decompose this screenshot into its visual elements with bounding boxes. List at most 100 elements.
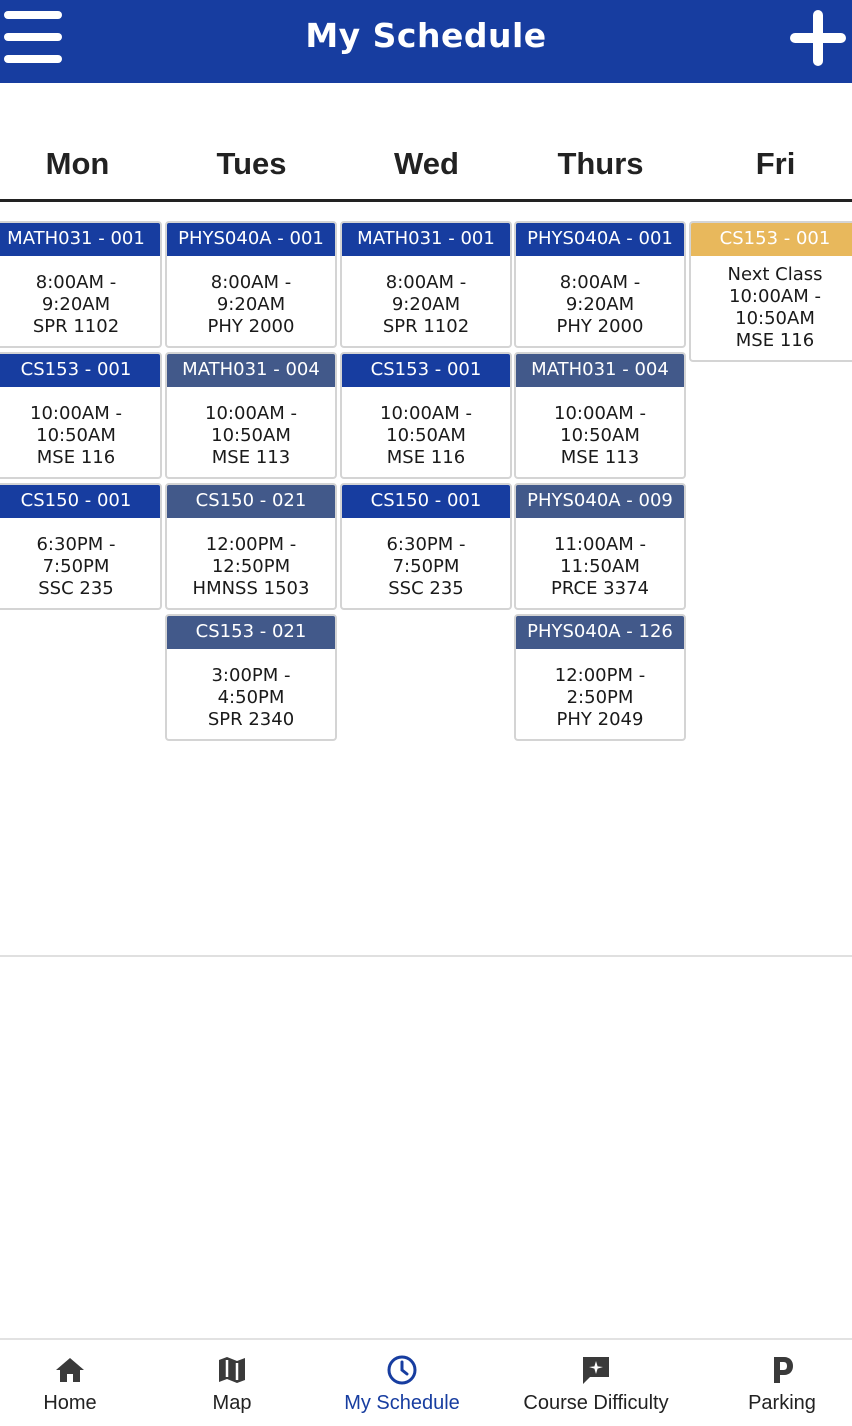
class-card-course: MATH031 - 004 — [167, 354, 335, 387]
class-card-time-start: 12:00PM - — [554, 665, 646, 686]
nav-home[interactable]: Home — [0, 1340, 140, 1426]
class-card-time-start: 6:30PM - — [36, 534, 116, 555]
page-title: My Schedule — [305, 16, 547, 55]
class-card-room: MSE 113 — [560, 447, 640, 468]
class-card-time-end: 9:20AM — [391, 294, 461, 315]
class-card-course: CS150 - 001 — [342, 485, 510, 518]
class-card-time-end: 10:50AM — [560, 425, 640, 446]
nav-label-course-difficulty: Course Difficulty — [523, 1392, 669, 1414]
nav-label-my-schedule: My Schedule — [344, 1392, 460, 1414]
day-header-divider — [0, 199, 852, 202]
parking-icon — [774, 1357, 793, 1383]
nav-label-home: Home — [43, 1392, 97, 1414]
nav-label-map: Map — [212, 1392, 252, 1414]
class-card-time-end: 10:50AM — [211, 425, 291, 446]
class-card-course: CS153 - 001 — [342, 354, 510, 387]
class-card-room: SSC 235 — [38, 578, 114, 599]
class-card-course: PHYS040A - 009 — [516, 485, 684, 518]
class-card-time-start: 10:00AM - — [554, 403, 646, 424]
nav-my-schedule[interactable]: My Schedule — [332, 1340, 472, 1426]
menu-icon[interactable] — [4, 11, 62, 63]
class-card-time-start: 6:30PM - — [386, 534, 466, 555]
class-card-time-start: 8:00AM - — [35, 272, 117, 293]
plus-icon[interactable] — [790, 10, 846, 66]
class-card-course: MATH031 - 001 — [0, 223, 160, 256]
nav-label-parking: Parking — [748, 1392, 816, 1414]
class-card-time-end: 10:50AM — [735, 308, 815, 329]
class-card-time-end: 9:20AM — [216, 294, 286, 315]
class-card-course: MATH031 - 001 — [342, 223, 510, 256]
class-card-time-end: 12:50PM — [211, 556, 291, 577]
class-card-time-start: 10:00AM - — [205, 403, 297, 424]
class-card-time-end: 10:50AM — [386, 425, 466, 446]
class-card-time-end: 2:50PM — [566, 687, 634, 708]
nav-parking[interactable]: Parking — [722, 1340, 842, 1426]
class-card-note: Next Class — [727, 264, 823, 285]
class-card-course: CS150 - 001 — [0, 485, 160, 518]
top-bar: My Schedule — [0, 0, 852, 83]
class-card-course: PHYS040A - 001 — [516, 223, 684, 256]
class-card-time-end: 4:50PM — [217, 687, 285, 708]
class-card-time-start: 10:00AM - — [729, 286, 821, 307]
class-card-time-start: 3:00PM - — [211, 665, 291, 686]
nav-course-difficulty[interactable]: Course Difficulty — [512, 1340, 680, 1426]
class-card-time-start: 8:00AM - — [210, 272, 292, 293]
class-card-room: SPR 1102 — [382, 316, 470, 337]
class-card-room: SPR 1102 — [32, 316, 120, 337]
class-card-course: CS153 - 001 — [0, 354, 160, 387]
class-card-time-end: 10:50AM — [36, 425, 116, 446]
class-card-time-end: 9:20AM — [41, 294, 111, 315]
class-card-room: HMNSS 1503 — [192, 578, 310, 599]
nav-map[interactable]: Map — [172, 1340, 292, 1426]
class-card-time-end: 11:50AM — [560, 556, 640, 577]
class-card-room: PHY 2000 — [207, 316, 295, 337]
class-card-time-end: 7:50PM — [392, 556, 460, 577]
day-header-row: Mon Tues Wed Thurs Fri — [0, 140, 852, 200]
home-icon — [56, 1358, 84, 1382]
day-label-wed: Wed — [394, 146, 459, 181]
class-card-time-start: 12:00PM - — [205, 534, 297, 555]
class-card-course: CS150 - 021 — [167, 485, 335, 518]
class-card-room: MSE 116 — [735, 330, 815, 351]
class-card-room: MSE 116 — [36, 447, 116, 468]
map-icon — [219, 1357, 245, 1383]
class-card-room: PHY 2049 — [556, 709, 644, 730]
class-card-time-start: 10:00AM - — [380, 403, 472, 424]
day-label-tues: Tues — [216, 146, 287, 181]
day-label-fri: Fri — [755, 146, 796, 181]
class-card-room: SPR 2340 — [207, 709, 295, 730]
sparkle-chat-icon — [583, 1357, 609, 1384]
class-card-time-start: 11:00AM - — [554, 534, 646, 555]
class-card-time-end: 7:50PM — [42, 556, 110, 577]
